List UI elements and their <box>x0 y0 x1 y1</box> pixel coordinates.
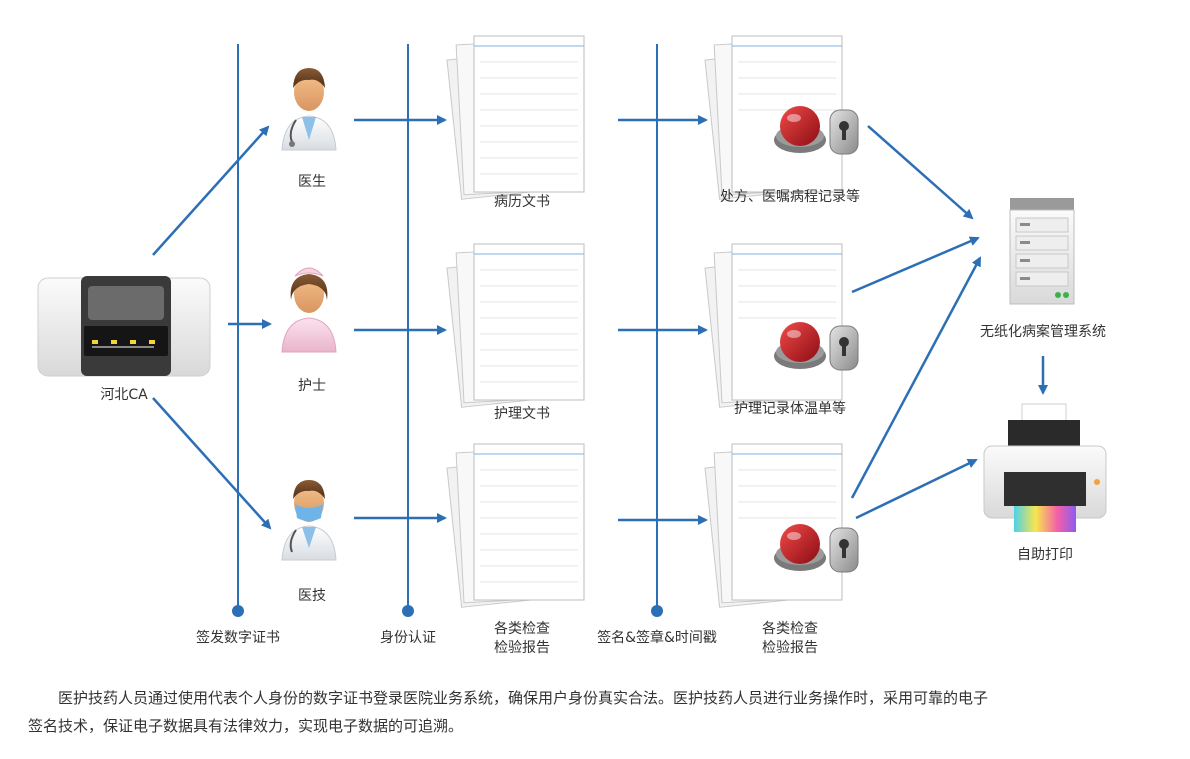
caption-line1: 医护技药人员通过使用代表个人身份的数字证书登录医院业务系统，确保用户身份真实合法… <box>58 689 989 707</box>
caption-paragraph: 医护技药人员通过使用代表个人身份的数字证书登录医院业务系统，确保用户身份真实合法… <box>28 684 1168 740</box>
seal-icon <box>774 106 826 153</box>
signed-document-stack-icon <box>704 35 843 200</box>
signed-document-stack-icon <box>704 443 843 608</box>
signed-document-stack-icon <box>704 243 843 408</box>
doc3-label: 各类检查 检验报告 <box>494 620 550 658</box>
doc3-label-line1: 各类检查 <box>494 621 550 637</box>
doc1-label: 病历文书 <box>494 194 550 210</box>
step-line-3 <box>651 44 663 617</box>
signed3-label-line2: 检验报告 <box>762 640 818 656</box>
ca-label: 河北CA <box>100 387 148 403</box>
flow-arrows <box>152 115 1048 530</box>
step-line-1 <box>232 44 244 617</box>
signed1-label: 处方、医嘱病程记录等 <box>720 189 860 205</box>
nurse-label: 护士 <box>298 378 326 394</box>
technician-label: 医技 <box>298 588 326 604</box>
nurse-icon <box>281 267 337 353</box>
usb-key-icon <box>37 276 211 377</box>
signed2-label: 护理记录体温单等 <box>734 401 846 417</box>
lock-icon <box>829 527 859 573</box>
doc3-label-line2: 检验报告 <box>494 640 550 656</box>
step3-label: 签名&签章&时间戳 <box>597 630 717 646</box>
server-label: 无纸化病案管理系统 <box>980 324 1106 340</box>
lock-icon <box>829 109 859 155</box>
seal-icon <box>774 524 826 571</box>
signed3-label: 各类检查 检验报告 <box>762 620 818 658</box>
signed3-label-line1: 各类检查 <box>762 621 818 637</box>
doctor-label: 医生 <box>298 174 326 190</box>
caption-line2: 签名技术，保证电子数据具有法律效力，实现电子数据的可追溯。 <box>28 717 464 735</box>
step-line-2 <box>402 44 414 617</box>
document-stack-icon <box>446 35 585 200</box>
doctor-icon <box>281 68 337 151</box>
doc2-label: 护理文书 <box>494 406 550 422</box>
document-stack-icon <box>446 443 585 608</box>
server-icon <box>1009 198 1075 305</box>
step2-label: 身份认证 <box>380 630 436 646</box>
document-stack-icon <box>446 243 585 408</box>
step1-label: 签发数字证书 <box>196 630 280 646</box>
workflow-diagram <box>37 35 1107 617</box>
seal-icon <box>774 322 826 369</box>
technician-icon <box>281 480 337 561</box>
lock-icon <box>829 325 859 371</box>
printer-label: 自助打印 <box>1017 547 1073 563</box>
printer-icon <box>983 403 1107 532</box>
